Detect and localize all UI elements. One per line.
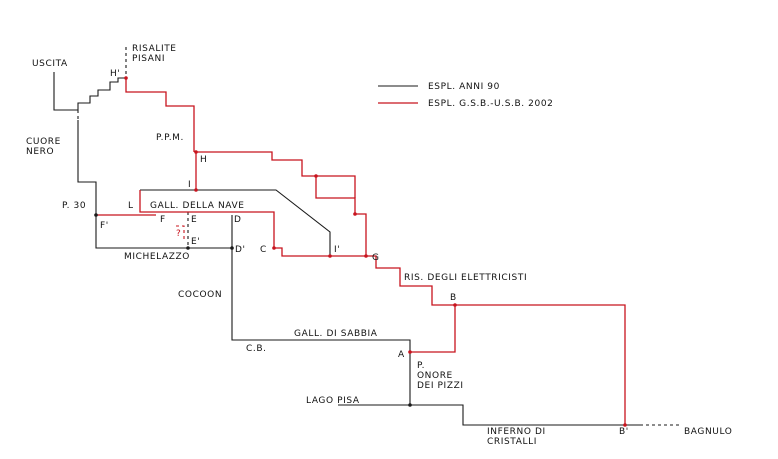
- label-g: G: [372, 253, 380, 263]
- label-p-onore-2: ONORE: [417, 371, 453, 381]
- label-i-prime: I': [334, 245, 340, 255]
- label-cuore-1: CUORE: [26, 137, 61, 147]
- dot-loop-1: [314, 174, 318, 178]
- label-b: B: [450, 293, 457, 303]
- label-e-prime: E': [191, 237, 200, 247]
- label-l: L: [128, 201, 134, 211]
- red-gall-nave: [139, 190, 275, 248]
- label-lago-pisa: LAGO PISA: [306, 396, 360, 406]
- oblique-to-i-prime: [140, 189, 331, 256]
- dot-f-prime: [94, 213, 98, 217]
- dot-i-prime: [328, 254, 332, 258]
- dot-h: [194, 150, 198, 154]
- label-b-prime: B': [619, 427, 629, 437]
- label-d-prime: D': [235, 245, 246, 255]
- label-cb: C.B.: [246, 344, 267, 354]
- label-p30: P. 30: [62, 201, 86, 211]
- label-bagnulo: BAGNULO: [684, 427, 732, 437]
- label-ppm: P.P.M.: [156, 133, 184, 143]
- red-loop: [316, 175, 356, 198]
- uscita-passage: [53, 72, 78, 111]
- red-question-dash: [176, 225, 185, 240]
- label-risalite-1: RISALITE: [132, 44, 177, 54]
- label-cuore-2: NERO: [26, 147, 54, 157]
- red-b-to-a: [410, 305, 456, 353]
- dot-b-prime: [623, 423, 627, 427]
- labels: USCITA RISALITE PISANI H' CUORE NERO P.P…: [26, 44, 732, 447]
- label-risalite-2: PISANI: [132, 54, 165, 64]
- cocoon-shaft: [231, 215, 411, 405]
- red-to-c: [274, 247, 366, 257]
- label-i: I: [188, 180, 191, 190]
- label-d: D: [234, 215, 242, 225]
- dot-loop-2: [353, 212, 357, 216]
- label-uscita: USCITA: [32, 59, 68, 69]
- dot-d-prime: [230, 246, 234, 250]
- dot-c: [272, 246, 276, 250]
- red-h-prime-to-ppm: [125, 78, 195, 152]
- dot-g: [364, 254, 368, 258]
- label-michelazzo: MICHELAZZO: [124, 252, 190, 262]
- label-c: C: [260, 245, 267, 255]
- label-h-prime: H': [110, 69, 120, 79]
- dot-b: [453, 303, 457, 307]
- dot-h-prime: [124, 76, 128, 80]
- legend-red-label: ESPL. G.S.B.-U.S.B. 2002: [428, 99, 553, 109]
- label-f: F: [160, 215, 166, 225]
- station-dots: [94, 76, 627, 427]
- label-inferno-2: CRISTALLI: [487, 437, 537, 447]
- label-gall-sabbia: GALL. DI SABBIA: [294, 329, 378, 339]
- label-cocoon: COCOON: [178, 290, 222, 300]
- label-ris-elettricisti: RIS. DEGLI ELETTRICISTI: [404, 273, 527, 283]
- dot-lago: [408, 403, 412, 407]
- red-ris-elettricisti: [366, 255, 626, 425]
- label-gall-nave: GALL. DELLA NAVE: [150, 201, 245, 211]
- label-p-onore-1: P.: [417, 361, 425, 371]
- dot-i: [194, 188, 198, 192]
- legend-black-label: ESPL. ANNI 90: [428, 82, 500, 92]
- red-to-g: [355, 213, 367, 256]
- lago-pisa-passage: [338, 404, 640, 426]
- label-p-onore-3: DEI PIZZI: [417, 381, 464, 391]
- black-passages: [53, 47, 680, 426]
- label-inferno-1: INFERNO DI: [487, 427, 546, 437]
- label-e: E: [191, 215, 197, 225]
- red-h-eastward: [196, 151, 356, 214]
- label-a: A: [398, 350, 405, 360]
- dot-a: [408, 350, 412, 354]
- step-climb-to-h-prime: [77, 77, 126, 110]
- red-passages: [96, 78, 626, 425]
- label-f-prime: F': [100, 221, 109, 231]
- label-question: ?: [176, 229, 181, 239]
- label-h: H: [200, 155, 207, 165]
- dot-e-prime: [186, 246, 190, 250]
- legend: ESPL. ANNI 90 ESPL. G.S.B.-U.S.B. 2002: [378, 82, 553, 109]
